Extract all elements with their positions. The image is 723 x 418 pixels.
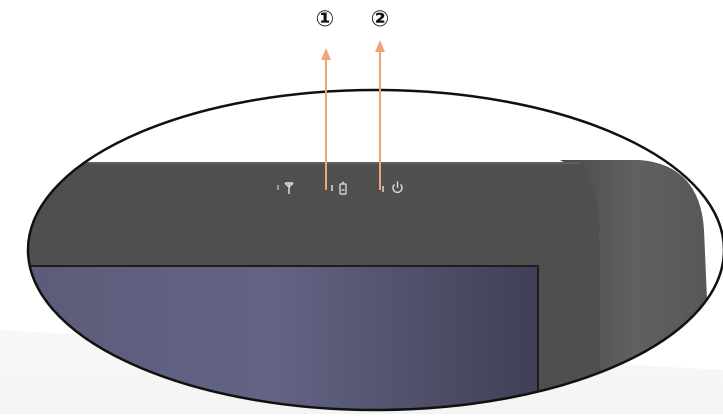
indicator-strip: [277, 181, 403, 195]
signal-led: [277, 185, 279, 190]
battery-indicator-icon: [339, 181, 347, 195]
power-led: [382, 186, 384, 192]
battery-led: [331, 185, 333, 191]
callout-label-2: ②: [370, 7, 390, 32]
magnifier-lens-outline: [26, 88, 723, 412]
callout-arrow-2: [375, 40, 385, 190]
signal-antenna-icon: [284, 182, 294, 194]
power-indicator-icon: [392, 181, 403, 194]
callout-arrow-1: [321, 48, 331, 190]
callout-label-1: ①: [315, 7, 335, 32]
